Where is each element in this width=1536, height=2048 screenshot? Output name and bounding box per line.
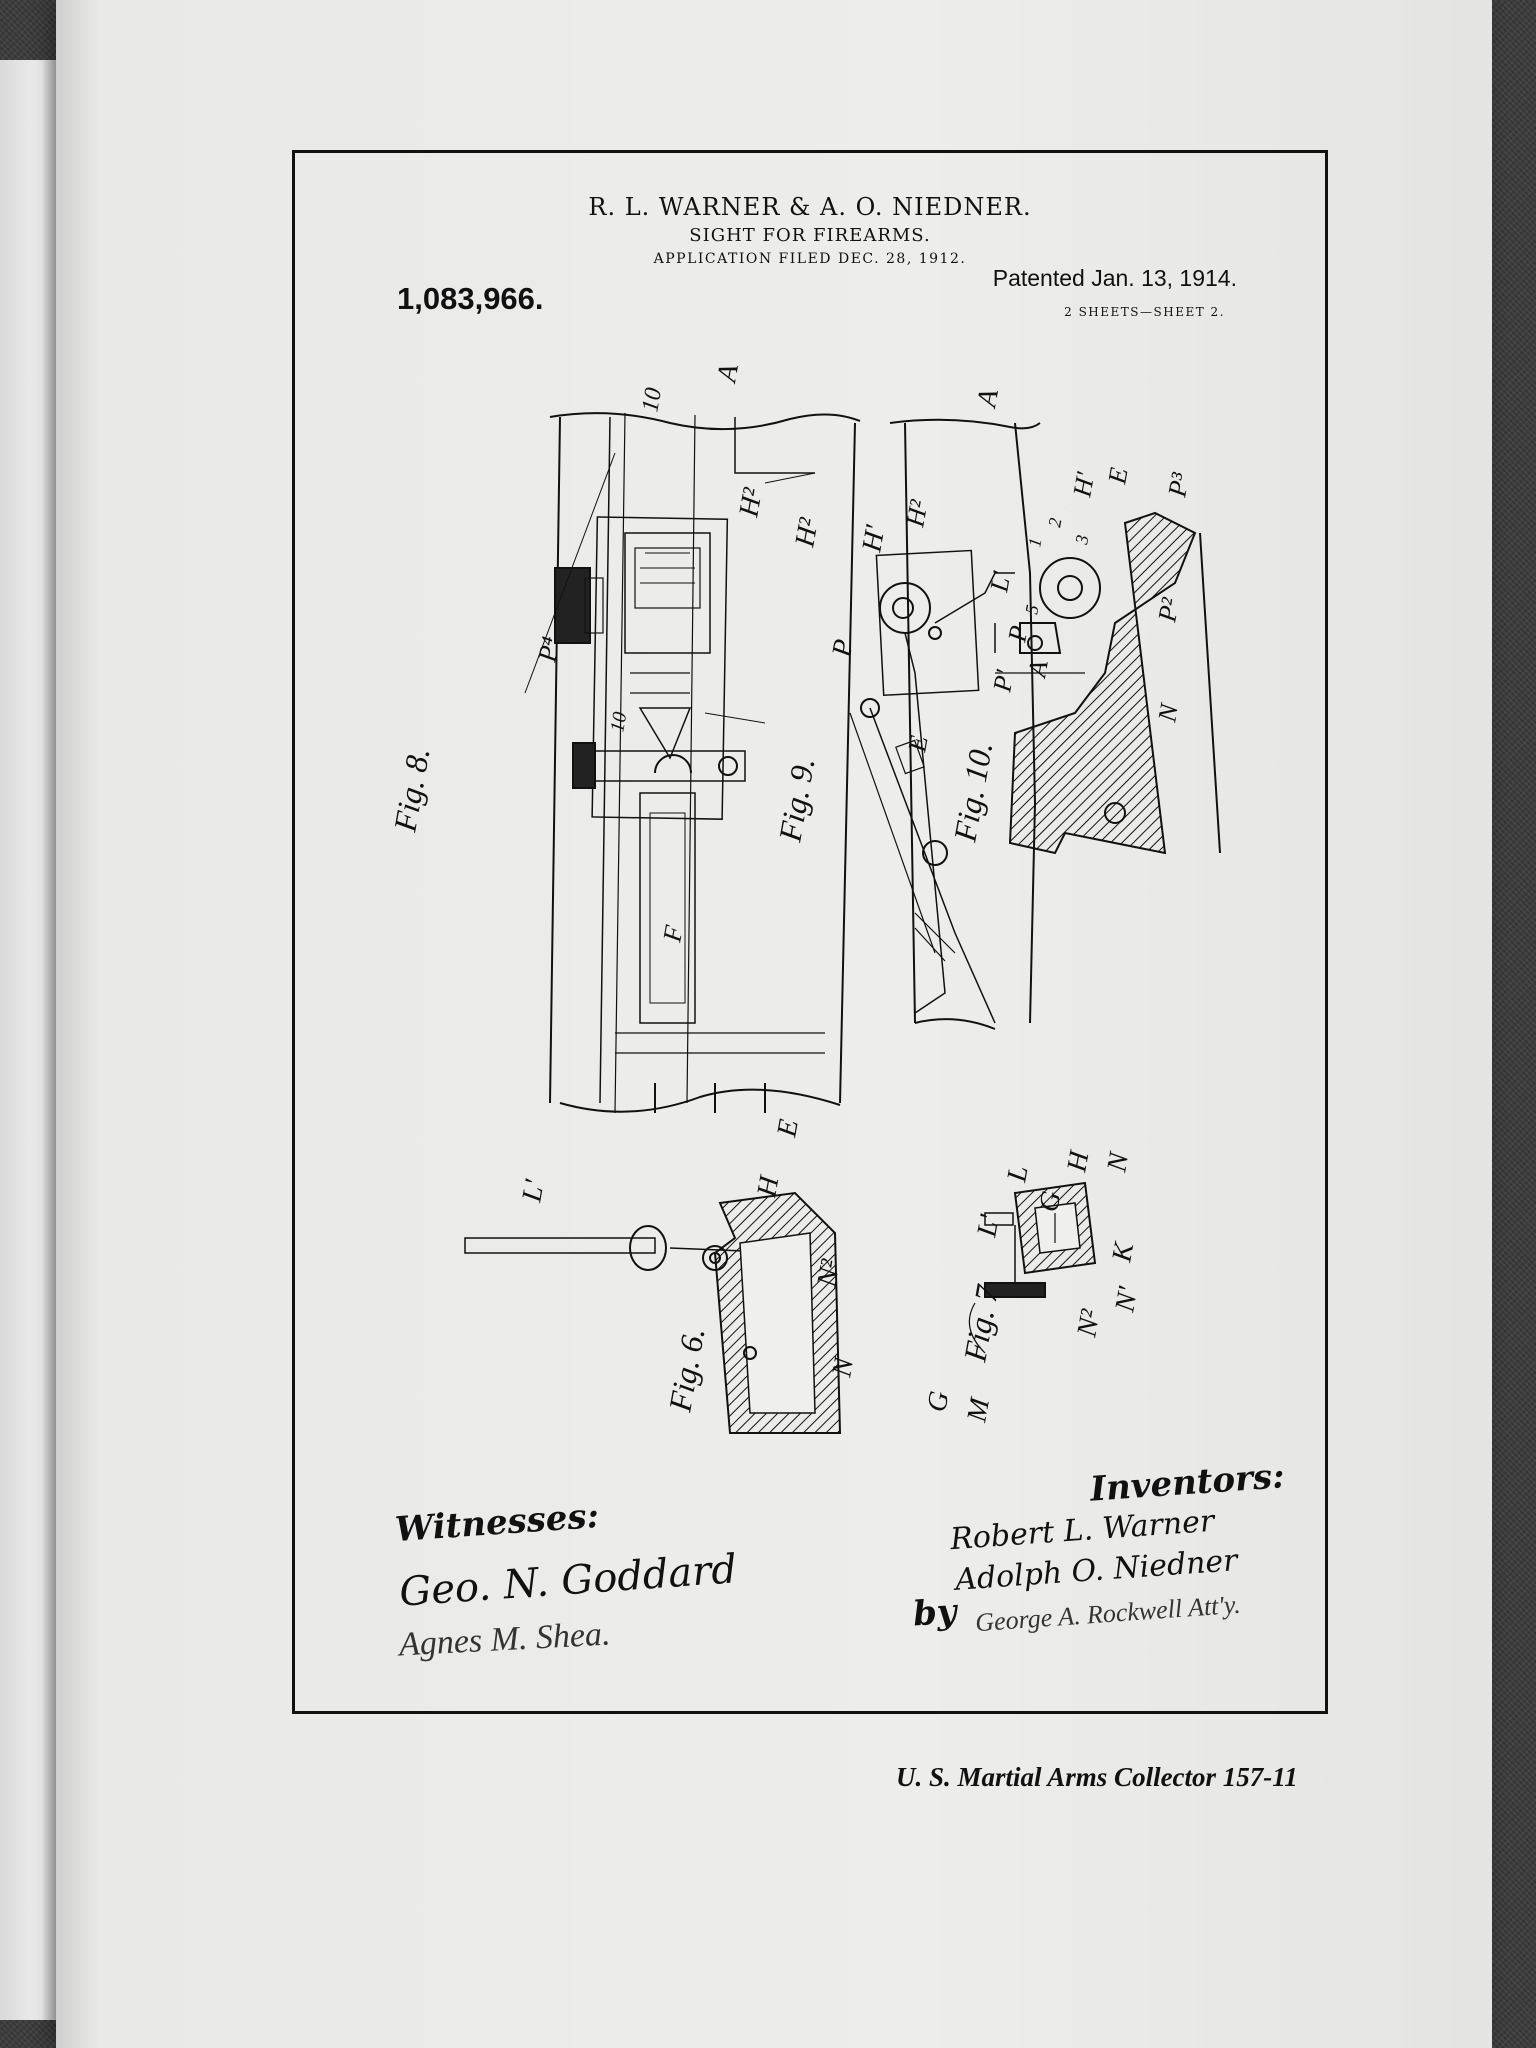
patent-subject: SIGHT FOR FIREARMS. (689, 225, 931, 246)
ref-H2-fig9: H² (900, 497, 934, 530)
figure-7-drawing (968, 1181, 1097, 1354)
ref-three: 3 (1071, 533, 1092, 546)
ref-H: H (751, 1172, 786, 1200)
ref-two: 2 (1044, 516, 1065, 528)
ref-tenb: 10 (606, 710, 631, 734)
ref-E: E (902, 733, 934, 755)
figure-6-drawing (464, 1191, 842, 1434)
ref-A-fig10: A (1022, 658, 1054, 681)
fig10-label: Fig. 10. (946, 739, 999, 845)
figure-8-drawing (524, 412, 861, 1114)
patent-sheets: 2 SHEETS—SHEET 2. (1064, 305, 1225, 319)
figure-9-drawing (849, 418, 1041, 1030)
ref-E3: E (771, 1117, 805, 1140)
fig9-label: Fig. 9. (771, 755, 821, 845)
ref-M: M (961, 1394, 996, 1425)
ref-H1: H' (856, 522, 891, 555)
page-footer: U. S. Martial Arms Collector 157-11 (896, 1762, 1298, 1792)
figure-10-drawing (994, 511, 1221, 855)
ref-A2: A (971, 386, 1005, 411)
ref-H2b: H² (789, 515, 825, 550)
patent-number: 1,083,966. (397, 281, 544, 316)
ref-H-fig7: H (1061, 1147, 1096, 1175)
ref-P2: P² (1152, 595, 1185, 626)
ref-P1: P' (987, 667, 1020, 695)
ref-P3: P³ (1162, 470, 1195, 501)
ref-N1: N' (1109, 1284, 1144, 1316)
ref-L1b: L' (516, 1177, 551, 1206)
ref-P4: P⁴ (532, 634, 565, 665)
by-label: by (911, 1591, 958, 1635)
fig7-label: Fig. 7 (956, 1281, 1005, 1365)
patent-drawing-frame: R. L. WARNER & A. O. NIEDNER. SIGHT FOR … (292, 150, 1328, 1714)
patent-drawings: Fig. 8. P⁴ H² H² 10 10 A F (386, 361, 1221, 1434)
fig8-label: Fig. 8. (386, 745, 436, 835)
fig6-label: Fig. 6. (661, 1325, 711, 1415)
ref-P: P (826, 637, 860, 660)
ref-G: G (921, 1389, 955, 1414)
ref-L1-fig7: L' (971, 1212, 1006, 1241)
ref-N-fig7: N (1101, 1149, 1135, 1175)
ref-K: K (1106, 1239, 1140, 1265)
ref-P-fig10: P (1002, 623, 1034, 645)
patent-names: R. L. WARNER & A. O. NIEDNER. (588, 193, 1032, 221)
ref-H1-fig10: H' (1067, 470, 1100, 500)
ref-one: 1 (1024, 536, 1045, 548)
ref-L: L (1001, 1163, 1034, 1185)
ref-E2: E (1102, 465, 1134, 487)
ref-ten: 10 (637, 386, 667, 414)
ref-N: N (1152, 700, 1184, 725)
patent-filed: APPLICATION FILED DEC. 28, 1912. (653, 251, 967, 267)
ref-F: F (657, 922, 689, 945)
patent-date: Patented Jan. 13, 1914. (992, 265, 1237, 291)
ref-five: 5 (1021, 603, 1042, 615)
ref-A: A (711, 361, 745, 386)
ref-H2: H² (733, 485, 769, 520)
ref-N2b: N² (1071, 1307, 1107, 1341)
ref-N2: N² (811, 1257, 847, 1291)
book-page: R. L. WARNER & A. O. NIEDNER. SIGHT FOR … (56, 0, 1492, 2048)
